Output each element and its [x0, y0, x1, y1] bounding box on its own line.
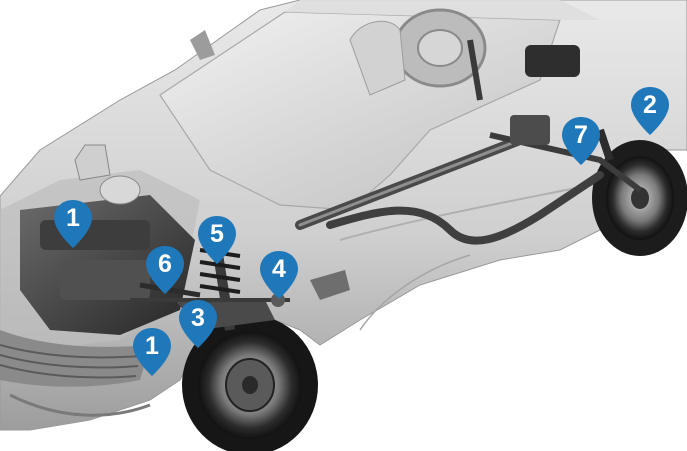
callout-number: 6 — [144, 250, 186, 278]
callout-marker: 6 — [144, 244, 186, 296]
callout-marker: 2 — [629, 85, 671, 137]
callout-marker: 5 — [196, 214, 238, 266]
callout-number: 2 — [629, 91, 671, 119]
callout-marker: 1 — [131, 326, 173, 378]
callout-number: 5 — [196, 220, 238, 248]
callout-number: 7 — [560, 121, 602, 149]
callout-number: 1 — [52, 204, 94, 232]
callout-marker: 1 — [52, 198, 94, 250]
callout-number: 3 — [177, 304, 219, 332]
callout-number: 1 — [131, 332, 173, 360]
callout-marker: 4 — [258, 249, 300, 301]
callout-marker: 3 — [177, 298, 219, 350]
callout-number: 4 — [258, 255, 300, 283]
callout-marker: 7 — [560, 115, 602, 167]
